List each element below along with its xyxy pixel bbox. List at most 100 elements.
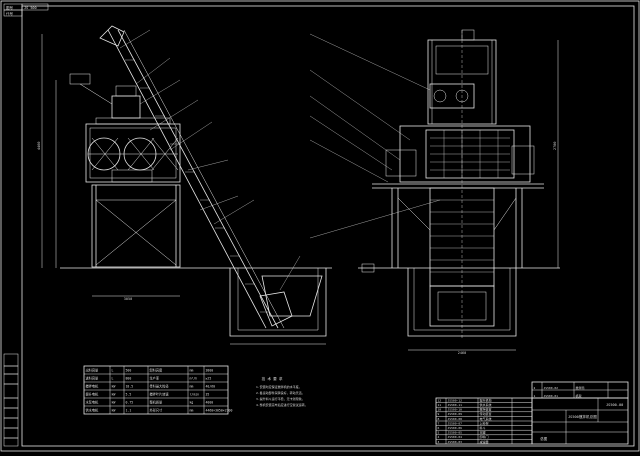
spec-cell: L (112, 377, 114, 381)
parts-cell: JS500-09 (448, 412, 463, 416)
spec-cell: 18.5 (126, 385, 134, 389)
parts-cell: 支腿 (480, 430, 486, 435)
parts-cell: JS500-10 (448, 408, 463, 412)
tech-note-line: 3.提升料斗运行平稳，无卡滞现象。 (256, 396, 305, 401)
specs-table: 出料容量 L 500 卸料高度 mm 3800 进料容量 L 800 生产率 m³/h ≥25 搅拌电机… (83, 365, 233, 415)
spec-cell: 外形尺寸 (150, 408, 164, 413)
technical-notes: 技 术 要 求 1.安装时应保证搅拌机的水平度。2.各运动部件润滑良好，转动灵活… (256, 376, 308, 407)
parts-cell: 7 (438, 421, 440, 425)
spec-cell: kW (112, 409, 116, 413)
parts-cell: JS500-04 (448, 435, 463, 439)
drawing-code: JS500-00 (606, 403, 623, 407)
notes-heading: 技 术 要 求 (262, 376, 283, 381)
spec-cell: 出料容量 (86, 368, 100, 373)
spec-cell: 卸料高度 (150, 368, 164, 373)
parts-cell: 电气系统 (480, 416, 492, 421)
spec-cell: 40/60 (206, 385, 216, 389)
parts-cell: 提升机构 (480, 397, 492, 402)
parts-cell: JS500-06 (448, 426, 463, 430)
parts-cell: JS500-05 (448, 431, 463, 435)
parts-cell: JS500-08 (448, 417, 463, 421)
left-height-dim: 4460 (37, 142, 41, 150)
parts-cell: 3 (438, 440, 440, 444)
right-width-dim: 2460 (458, 351, 466, 355)
spec-cell: 4000 (206, 401, 214, 405)
spec-cell: kW (112, 401, 116, 405)
left-margin-boxes (3, 353, 19, 447)
title-block: JS500-00 JS500搅拌机总图 总图 (531, 397, 629, 445)
side-view: 3050 4460 (37, 25, 332, 345)
spec-cell: 水泵电机 (86, 400, 100, 405)
spec-cell: ≥25 (206, 377, 212, 381)
parts-cell: 11 (438, 403, 442, 407)
top-left-code-box: 图号 JS 500 代号 (3, 3, 49, 17)
front-view: 2460 2700 (309, 29, 560, 355)
spec-cell: 骨料最大粒径 (150, 384, 170, 389)
top-left-label-3: 代号 (6, 11, 13, 16)
parts-cell: 1 (534, 394, 536, 398)
parts-cell: JS500-07 (448, 421, 463, 425)
parts-cell: 搅拌装置 (480, 407, 492, 412)
parts-cell: 机架 (576, 393, 582, 398)
spec-cell: 4460×3050×2700 (206, 409, 233, 413)
drawing-frame (21, 5, 635, 447)
spec-cell: kW (112, 385, 116, 389)
spec-cell: 整机质量 (150, 400, 164, 405)
parts-cell: JS500-12 (448, 398, 463, 402)
parts-cell: 上料架 (480, 420, 489, 425)
spec-cell: 5.5 (126, 393, 132, 397)
spec-cell: 搅拌叶片转速 (150, 392, 170, 397)
parts-cell: JS500-03 (448, 440, 463, 444)
parts-cell: JS500-01 (544, 394, 559, 398)
spec-cell: L (112, 369, 114, 373)
parts-cell: 2 (534, 386, 536, 390)
top-left-label-1: 图号 (6, 5, 13, 10)
spec-cell: 500 (126, 369, 132, 373)
spec-cell: 生产率 (150, 376, 160, 381)
parts-cell: 10 (438, 408, 442, 412)
top-left-label-2: JS 500 (24, 6, 37, 10)
scale-label: 总图 (540, 436, 548, 441)
spec-cell: 3800 (206, 369, 214, 373)
parts-list-left: 12 JS500-12 提升机构 11 JS500-11 供水系统 10 JS500-10 搅拌… (435, 397, 533, 445)
spec-cell: 进料容量 (86, 376, 100, 381)
parts-cell: 料斗 (480, 425, 486, 430)
parts-list-right: 2 JS500-02 搅拌筒 1 JS500-01 机架 (531, 381, 629, 399)
parts-cell: 4 (438, 435, 440, 439)
spec-cell: r/min (190, 393, 200, 397)
spec-cell: 提升电机 (86, 392, 100, 397)
right-height-dim: 2700 (553, 142, 557, 150)
parts-cell: 减速器 (480, 439, 489, 444)
spec-cell: kg (190, 401, 194, 405)
spec-cell: 35 (206, 393, 210, 397)
left-width-dim: 3050 (124, 297, 132, 301)
spec-cell: 供水电机 (86, 408, 100, 413)
parts-cell: 6 (438, 426, 440, 430)
spec-cell: 800 (126, 377, 132, 381)
tech-note-line: 2.各运动部件润滑良好，转动灵活。 (256, 390, 305, 395)
parts-cell: 传动装置 (480, 411, 492, 416)
parts-cell: 卸料门 (480, 434, 489, 439)
spec-cell: mm (190, 385, 194, 389)
parts-cell: 供水系统 (480, 402, 492, 407)
parts-cell: JS500-02 (544, 386, 559, 390)
spec-cell: 搅拌电机 (86, 384, 100, 389)
parts-cell: 12 (438, 398, 442, 402)
parts-cell: JS500-11 (448, 403, 463, 407)
spec-cell: mm (190, 369, 194, 373)
parts-cell: 搅拌筒 (576, 385, 585, 390)
parts-cell: 9 (438, 412, 440, 416)
drawing-name: JS500搅拌机总图 (568, 414, 597, 419)
spec-cell: 1.1 (126, 409, 132, 413)
spec-cell: m³/h (190, 377, 198, 381)
parts-cell: 8 (438, 417, 440, 421)
spec-cell: mm (190, 409, 194, 413)
spec-cell: 0.75 (126, 401, 134, 405)
parts-cell: 5 (438, 431, 440, 435)
tech-note-line: 1.安装时应保证搅拌机的水平度。 (256, 384, 302, 389)
tech-note-line: 4.整机安装完毕后应进行空载试运转。 (256, 402, 308, 407)
spec-cell: kW (112, 393, 116, 397)
